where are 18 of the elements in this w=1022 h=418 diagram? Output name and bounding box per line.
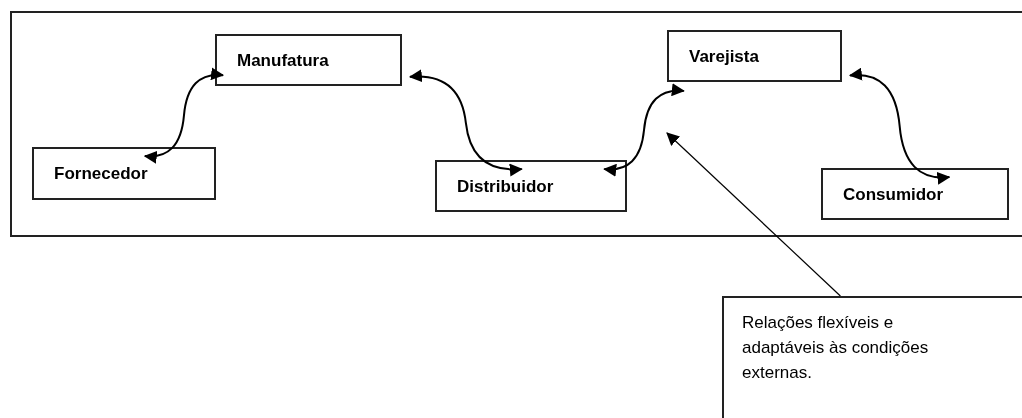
frame-box [10,11,1022,237]
entity-box [821,168,1009,220]
double-arrow [143,68,225,164]
double-arrow [603,83,685,177]
entity-box [435,160,627,212]
entity-label: Fornecedor [54,163,148,185]
leader-arrow [666,132,841,297]
entity-box [215,34,402,86]
entity-box [667,30,842,82]
entity-label: Varejista [689,46,759,68]
double-arrow [408,69,523,177]
entity-label: Consumidor [843,184,944,206]
callout-box [722,296,1022,418]
callout-text: Relações flexíveis e adaptáveis às condições externas. [742,312,930,384]
entity-label: Distribuidor [457,176,554,198]
double-arrow [848,68,951,185]
entity-box [32,147,216,200]
entity-label: Manufatura [237,50,329,72]
